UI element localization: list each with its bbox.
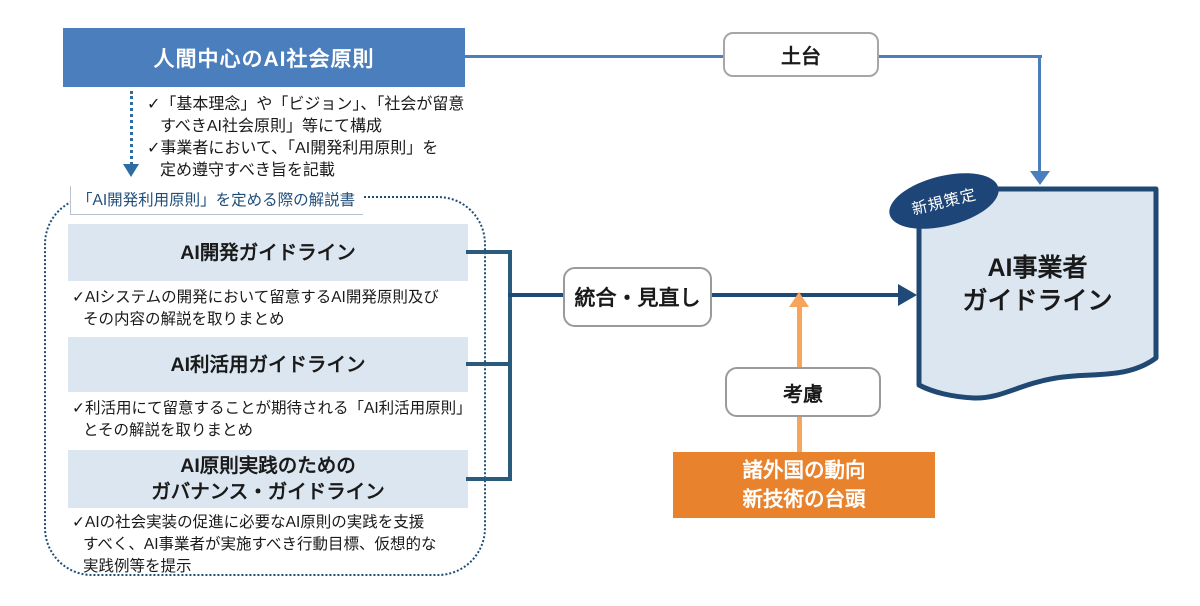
header-note-line: ✓「基本理念」や「ビジョン」、「社会が留意 xyxy=(147,96,465,113)
governance-guidelines-label-line2: ガバナンス・ガイドライン xyxy=(151,481,385,503)
ai-utilization-guidelines-note: ✓利活用にて留意することが期待される「AI利活用原則」 とその解説を取りまとめ xyxy=(72,398,477,442)
note-line: とその解説を取りまとめ xyxy=(83,422,254,439)
bracket-stub-line xyxy=(466,477,512,481)
human-centric-ai-principles-label: 人間中心のAI社会原則 xyxy=(153,47,375,71)
governance-guidelines-note: ✓AIの社会実装の促進に必要なAI原則の実践を支援 すべく、AI事業者が実施すべ… xyxy=(72,512,477,578)
consideration-label-box: 考慮 xyxy=(725,367,881,417)
header-note-line: すべきAI社会原則」等にて構成 xyxy=(160,118,382,135)
header-note-line: ✓事業者において、「AI開発利用原則」を xyxy=(147,140,439,157)
dotted-arrow-down-icon xyxy=(123,164,139,177)
external-drivers-line1: 諸外国の動向 xyxy=(742,459,866,482)
foundation-connector-line-vertical xyxy=(1038,55,1041,172)
ai-utilization-guidelines-box: AI利活用ガイドライン xyxy=(68,337,468,392)
dotted-arrow-line xyxy=(130,91,133,165)
header-note-line: 定め遵守すべき旨を記載 xyxy=(160,162,335,179)
bracket-stub-line xyxy=(466,362,512,366)
foundation-label: 土台 xyxy=(781,46,821,68)
governance-guidelines-label-line1: AI原則実践のための xyxy=(180,455,356,477)
foundation-label-box: 土台 xyxy=(723,32,879,77)
note-line: ✓AIの社会実装の促進に必要なAI原則の実践を支援 xyxy=(72,514,425,531)
integration-review-label: 統合・見直し xyxy=(574,287,701,310)
new-formulation-badge-label: 新規策定 xyxy=(910,186,979,219)
external-drivers-line2: 新技術の台頭 xyxy=(742,488,866,511)
human-centric-ai-principles-box: 人間中心のAI社会原則 xyxy=(63,28,465,87)
note-line: すべく、AI事業者が実施すべき行動目標、仮想的な xyxy=(83,536,437,553)
note-line: ✓AIシステムの開発において留意するAI開発原則及び xyxy=(72,289,439,306)
ai-development-guidelines-label: AI開発ガイドライン xyxy=(180,241,356,264)
note-line: その内容の解説を取りまとめ xyxy=(83,311,285,328)
ai-development-guidelines-box: AI開発ガイドライン xyxy=(68,224,468,281)
bracket-stub-line xyxy=(466,250,512,254)
ai-utilization-guidelines-label: AI利活用ガイドライン xyxy=(170,353,366,376)
arrow-up-icon xyxy=(789,292,809,307)
note-line: ✓利活用にて留意することが期待される「AI利活用原則」 xyxy=(72,400,472,417)
header-notes: ✓「基本理念」や「ビジョン」、「社会が留意 すべきAI社会原則」等にて構成 ✓事… xyxy=(147,94,487,182)
bracket-vertical-line xyxy=(508,250,512,481)
ai-development-guidelines-note: ✓AIシステムの開発において留意するAI開発原則及び その内容の解説を取りまとめ xyxy=(72,287,477,331)
arrow-down-icon xyxy=(1030,171,1050,185)
governance-guidelines-box: AI原則実践のための ガバナンス・ガイドライン xyxy=(68,450,468,508)
integration-review-box: 統合・見直し xyxy=(563,267,712,327)
output-document-shape xyxy=(916,186,1159,401)
external-drivers-box: 諸外国の動向 新技術の台頭 xyxy=(673,452,935,518)
manual-caption: 「AI開発利用原則」を定める際の解説書 xyxy=(70,186,364,215)
output-document-title-line2: ガイドライン xyxy=(962,287,1113,315)
note-line: 実践例等を提示 xyxy=(83,558,192,575)
output-document-title: AI事業者 ガイドライン xyxy=(916,252,1159,318)
arrow-right-icon xyxy=(898,284,917,306)
consideration-label: 考慮 xyxy=(783,383,823,406)
output-document-title-line1: AI事業者 xyxy=(987,254,1088,282)
